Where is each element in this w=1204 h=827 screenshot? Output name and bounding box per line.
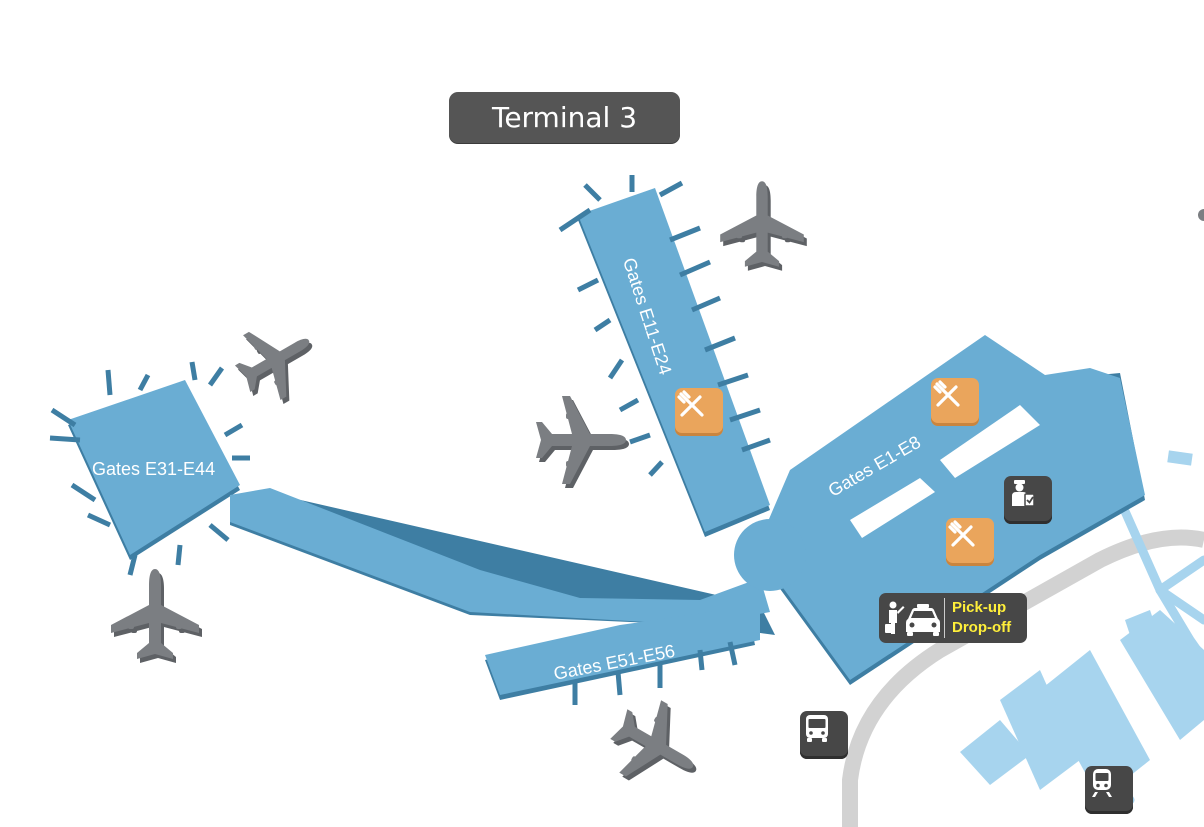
- pickup-divider: [944, 598, 945, 638]
- gate-label-e31-e44[interactable]: Gates E31-E44: [92, 459, 216, 479]
- jet-bridges: [49, 175, 771, 705]
- terminal-body: [68, 188, 1145, 695]
- terminal-title: Terminal 3: [449, 92, 680, 143]
- pier-e51-e56: [485, 605, 760, 695]
- dropoff-label: Drop-off: [952, 619, 1012, 636]
- pickup-dropoff-sign[interactable]: Pick-up Drop-off: [879, 593, 1027, 643]
- rotunda: [734, 519, 806, 591]
- parking-buildings: [960, 610, 1204, 800]
- fork-knife-icon: [677, 390, 704, 417]
- pier-e11-e24: [578, 188, 770, 532]
- aircraft-icon: [223, 308, 328, 412]
- security-checkpoint-icon[interactable]: [1004, 476, 1052, 524]
- security-officer-icon: [1012, 480, 1035, 507]
- courtyards: [850, 405, 1040, 538]
- fork-knife-icon: [948, 520, 975, 547]
- train-station-icon[interactable]: [1085, 766, 1133, 814]
- restaurant-icon[interactable]: [946, 518, 994, 566]
- pickup-label: Pick-up: [952, 599, 1007, 616]
- restaurant-icon[interactable]: [931, 378, 979, 426]
- fork-knife-icon: [933, 380, 960, 407]
- aircraft-icon: [111, 569, 199, 659]
- pier-e31-e44: [68, 380, 240, 555]
- aircraft-icon: [597, 687, 714, 804]
- bus-icon: [806, 715, 828, 742]
- restaurant-icon[interactable]: [675, 388, 723, 436]
- bus-stop-icon[interactable]: [800, 711, 848, 759]
- train-icon: [1092, 769, 1112, 797]
- aircraft-icon: [720, 181, 804, 267]
- taxi-passenger-icon: [885, 601, 940, 636]
- main-hall: [760, 335, 1145, 680]
